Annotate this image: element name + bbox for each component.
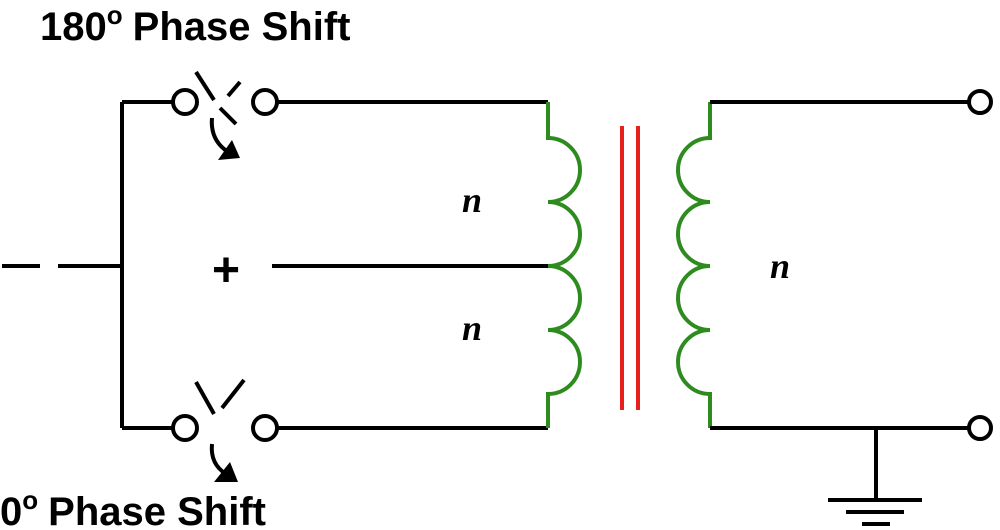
ground-icon	[828, 428, 922, 526]
transformer-core	[620, 126, 640, 410]
primary-upper-turns-label: n	[462, 180, 482, 220]
top-shift-superscript: o	[107, 0, 123, 30]
primary-lower-turns-label: n	[462, 308, 482, 348]
secondary-turns-label: n	[770, 246, 790, 286]
top-shift-number: 180	[40, 5, 107, 49]
bottom-shift-number: 0	[0, 490, 22, 530]
top-shift-text: Phase Shift	[133, 5, 351, 49]
output-top-terminal-icon[interactable]	[967, 89, 993, 115]
bottom-shift-text: Phase Shift	[48, 490, 266, 530]
plus-sign: +	[212, 244, 240, 297]
secondary-winding	[676, 102, 712, 428]
primary-winding	[546, 102, 582, 428]
output-bottom-terminal-icon[interactable]	[967, 415, 993, 441]
bottom-switch-icon[interactable]	[171, 378, 279, 482]
bottom-phase-shift-label: 0o Phase Shift	[0, 485, 266, 530]
top-phase-shift-label: 180o Phase Shift	[40, 0, 350, 49]
top-switch-icon[interactable]	[171, 70, 279, 160]
bottom-shift-superscript: o	[22, 485, 38, 515]
